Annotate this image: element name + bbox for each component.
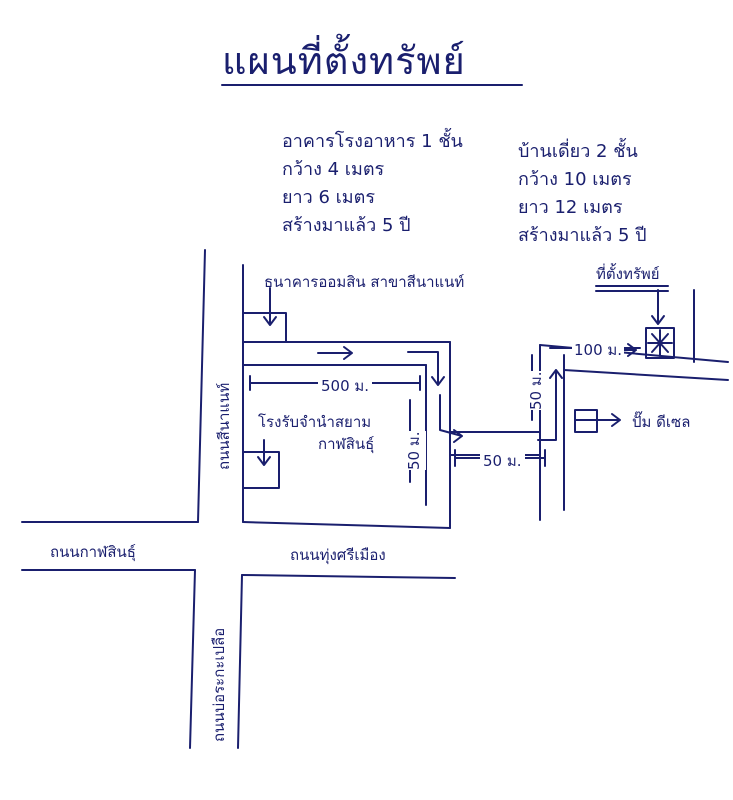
property-star: [647, 329, 673, 357]
building-right-line3: ยาว 12 เมตร: [518, 197, 623, 218]
gas-station-label: ปั๊ม ดีเซล: [632, 413, 691, 431]
distance-50-horizontal: 50 ม.: [480, 449, 525, 473]
building-right-line1: บ้านเดี่ยว 2 ชั้น: [518, 141, 638, 162]
building-right-info: บ้านเดี่ยว 2 ชั้น กว้าง 10 เมตร ยาว 12 เ…: [518, 138, 647, 250]
road-edge: [237, 574, 243, 749]
distance-500: 500 ม.: [318, 374, 373, 398]
map-title: แผนที่ตั้งทรัพย์: [222, 39, 466, 83]
property-label: ที่ตั้งทรัพย์: [596, 265, 660, 283]
road-borkhaew: ถนนบ่อระกะเปลือ: [210, 627, 228, 742]
route-arrow: [407, 351, 445, 386]
building-left-line3: ยาว 6 เมตร: [282, 187, 376, 208]
distance-100: 100 ม.: [572, 338, 625, 362]
property-building: [645, 327, 675, 359]
pawnshop-label: โรงรับจำนำสยาม: [258, 413, 372, 431]
route-arrow: [317, 346, 353, 360]
building-right-line4: สร้างมาแล้ว 5 ปี: [518, 225, 647, 246]
property-pointer: [651, 289, 665, 325]
road-edge: [241, 574, 456, 579]
road-kalasin: ถนนกาฬสินธุ์: [50, 543, 136, 561]
distance-50-right: 50 ม.: [524, 371, 548, 410]
building-left-line4: สร้างมาแล้ว 5 ปี: [282, 215, 411, 236]
building-right-line2: กว้าง 10 เมตร: [518, 169, 632, 190]
distance-50-vertical: 50 ม.: [402, 431, 426, 470]
road-edge: [189, 569, 196, 749]
road-sinanat: ถนนสีนาแนท์: [215, 382, 233, 470]
pawnshop-label-2: กาฬสินธุ์: [318, 435, 375, 453]
bank-label: ธนาคารออมสิน สาขาสีนาแนท์: [264, 273, 465, 291]
pawnshop-pointer: [257, 439, 271, 466]
building-left-line2: กว้าง 4 เมตร: [282, 159, 385, 180]
gas-station: [574, 409, 598, 433]
route-arrow: [439, 394, 463, 443]
route-arrow: [537, 369, 563, 441]
road-edge: [563, 369, 729, 381]
road-edge: [197, 249, 206, 523]
bank-pointer: [263, 287, 277, 326]
building-left-line1: อาคารโรงอาหาร 1 ชั้น: [282, 131, 463, 152]
road-thungsrimueang: ถนนทุ่งศรีเมือง: [290, 546, 386, 564]
building-left-info: อาคารโรงอาหาร 1 ชั้น กว้าง 4 เมตร ยาว 6 …: [282, 128, 463, 240]
pawnshop-building: [242, 451, 280, 489]
road-edge: [242, 521, 451, 529]
bank-building: [242, 312, 287, 343]
